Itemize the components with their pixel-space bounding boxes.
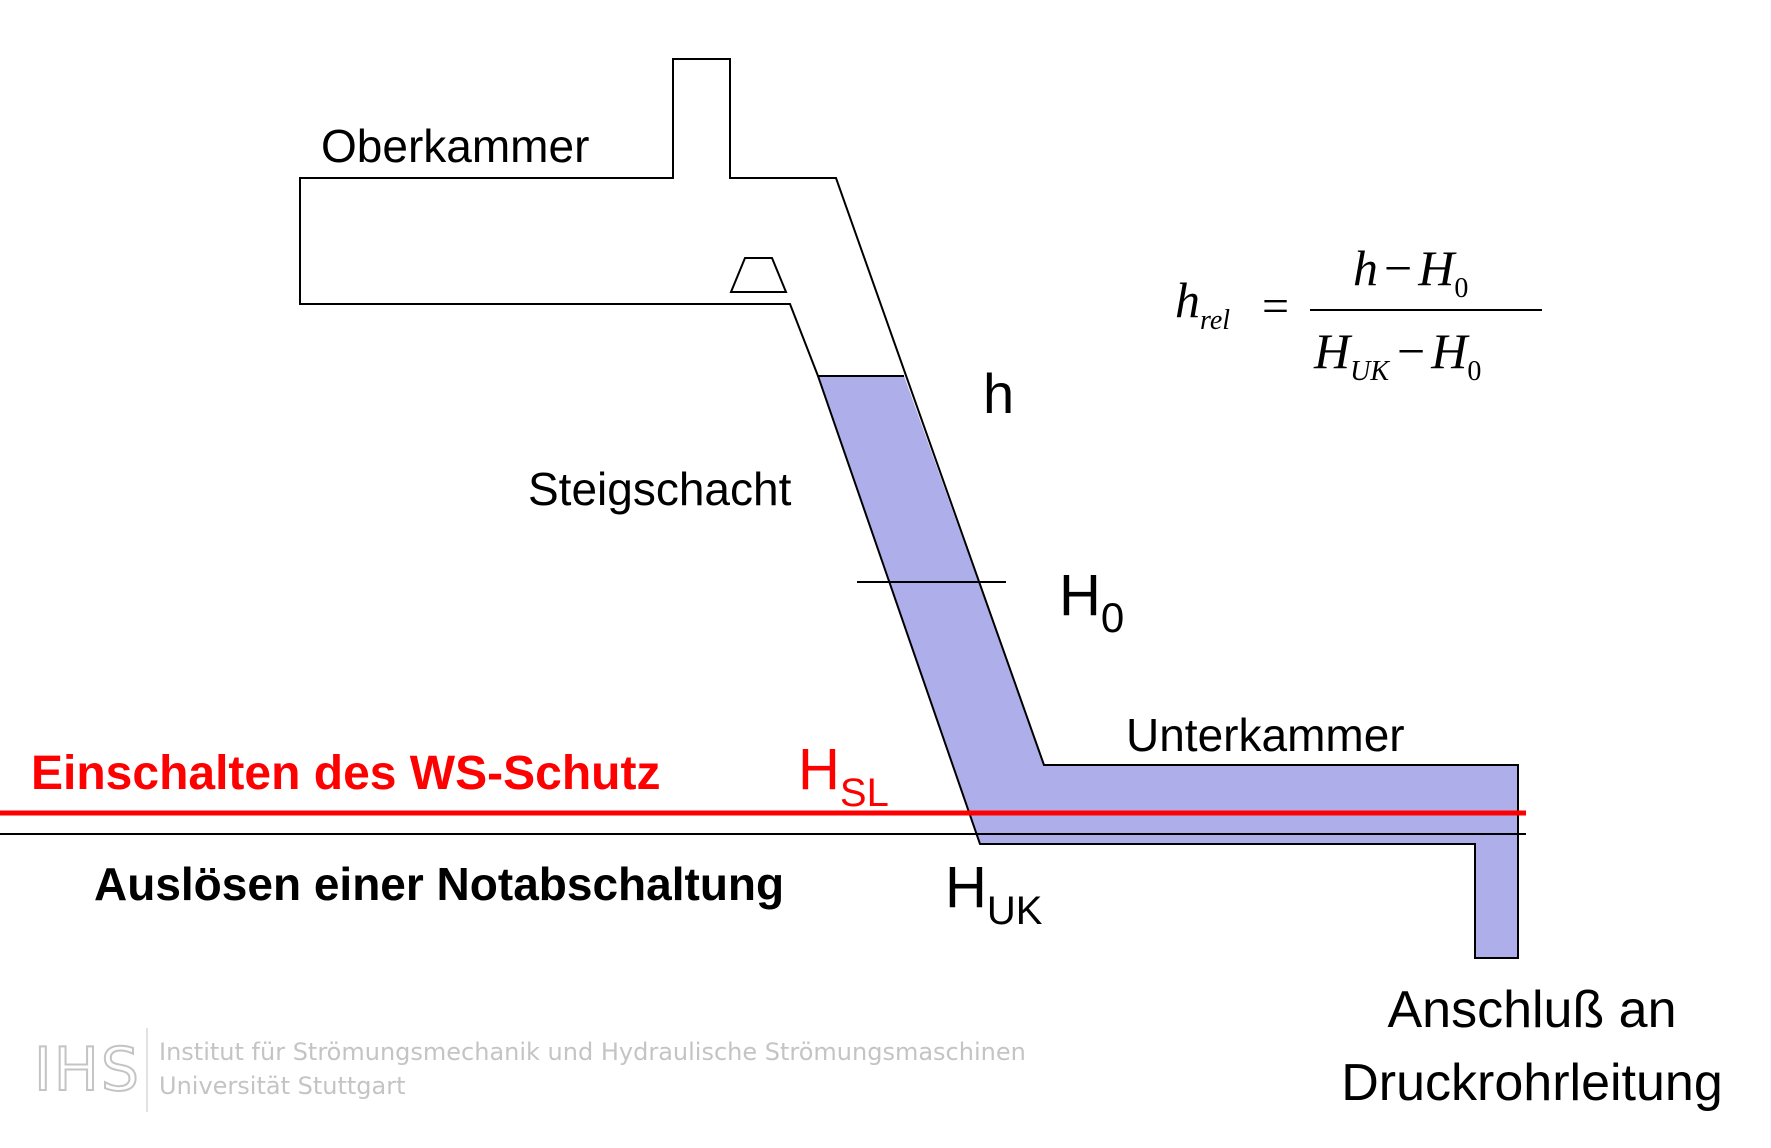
water-fill-shaft — [818, 376, 1518, 844]
formula-num-sub: 0 — [1454, 273, 1468, 304]
level-h0-main: H — [1059, 563, 1101, 628]
level-huk: HUK — [945, 855, 1043, 933]
institute-footer: IHS Institut für Strömungsmechanik und H… — [33, 1028, 1026, 1112]
footer-university-name: Universität Stuttgart — [159, 1072, 406, 1100]
level-h: h — [983, 362, 1014, 425]
formula-den-H2: H — [1430, 323, 1470, 379]
valve-shape — [729, 257, 788, 293]
formula-denominator: HUK−H0 — [1313, 323, 1481, 387]
label-anschluss-line2: Druckrohrleitung — [1341, 1054, 1723, 1112]
formula-lhs: hrel — [1175, 272, 1230, 336]
formula-lhs-main: h — [1175, 272, 1200, 328]
label-steigschacht: Steigschacht — [528, 463, 792, 515]
formula-equals: = — [1262, 280, 1289, 333]
level-h0: H0 — [1059, 563, 1124, 641]
label-oberkammer: Oberkammer — [321, 120, 589, 172]
label-ausloesen: Auslösen einer Notabschaltung — [94, 858, 784, 910]
formula-num-minus: − — [1384, 240, 1412, 296]
formula-den-H1: H — [1313, 323, 1353, 379]
level-huk-sub: UK — [987, 889, 1043, 933]
structure-outline-outer — [299, 58, 1519, 959]
level-h0-sub: 0 — [1101, 594, 1124, 641]
label-unterkammer: Unterkammer — [1126, 709, 1405, 761]
formula-den-sub2: 0 — [1467, 356, 1481, 387]
level-hsl-sub: SL — [840, 771, 889, 815]
label-anschluss-line1: Anschluß an — [1387, 981, 1676, 1039]
formula-num-h: h — [1353, 240, 1378, 296]
level-hsl: HSL — [798, 737, 889, 815]
water-fill-outlet — [1475, 830, 1518, 958]
level-huk-main: H — [945, 855, 987, 920]
relative-height-formula: hrel = h−H0 HUK−H0 — [1175, 240, 1542, 387]
formula-num-H: H — [1417, 240, 1457, 296]
formula-lhs-sub: rel — [1200, 305, 1230, 336]
formula-den-minus: − — [1397, 323, 1425, 379]
formula-den-sub1: UK — [1350, 356, 1390, 387]
level-hsl-main: H — [798, 737, 840, 802]
footer-institute-name: Institut für Strömungsmechanik und Hydra… — [159, 1038, 1026, 1066]
label-einschalten: Einschalten des WS-Schutz — [31, 747, 660, 800]
ihs-logo: IHS — [34, 1035, 141, 1105]
formula-numerator: h−H0 — [1353, 240, 1468, 304]
